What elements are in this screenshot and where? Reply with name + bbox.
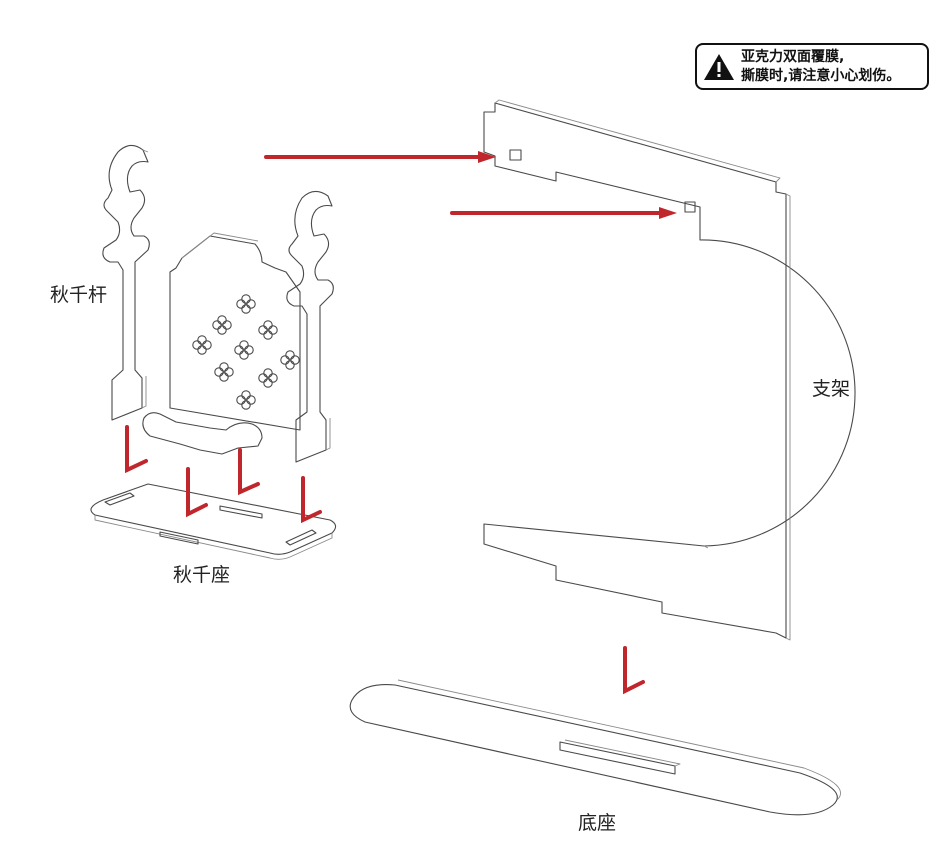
base-plate — [349, 679, 842, 816]
insert-arrow-seat-left — [186, 467, 208, 518]
clover-cutout — [258, 368, 278, 388]
assembly-arrow-stand-top — [264, 151, 496, 163]
clover-cutout — [236, 294, 256, 314]
swing-seat-back — [142, 232, 301, 455]
warning-line-2: 撕膜时,请注意小心划伤。 — [741, 68, 901, 84]
label-swing-seat: 秋千座 — [173, 564, 231, 586]
clover-cutout — [258, 320, 278, 340]
clover-cutout — [236, 390, 256, 410]
warning-notice: 亚克力双面覆膜, 撕膜时,请注意小心划伤。 — [695, 43, 929, 90]
clover-petal — [219, 362, 229, 372]
clover-petal — [290, 355, 300, 365]
warning-text: 亚克力双面覆膜, 撕膜时,请注意小心划伤。 — [741, 48, 900, 86]
clover-petal — [224, 367, 234, 377]
clover-petal — [239, 350, 249, 360]
swing-seat-base — [90, 483, 337, 560]
clover-petal — [217, 315, 227, 325]
clover-cutout — [214, 362, 234, 382]
clover-cutout — [280, 350, 300, 370]
insert-arrow-pole-left — [125, 425, 148, 474]
clover-petal — [202, 340, 212, 350]
label-stand: 支架 — [812, 378, 851, 400]
clover-petal — [285, 360, 295, 370]
insert-arrow-seat-right — [238, 448, 260, 496]
clover-petal — [246, 299, 256, 309]
clover-petal — [236, 395, 246, 405]
clover-cutout — [192, 335, 212, 355]
clover-petal — [241, 294, 251, 304]
clover-petal — [236, 299, 246, 309]
warning-triangle-icon — [704, 54, 734, 80]
clover-petal — [214, 367, 224, 377]
label-swing-pole: 秋千杆 — [50, 284, 108, 306]
clover-petal — [219, 372, 229, 382]
clover-petal — [197, 345, 207, 355]
clover-petal — [241, 304, 251, 314]
assembly-arrow-stand-middle — [450, 207, 677, 219]
clover-petal — [280, 355, 290, 365]
clover-petal — [244, 345, 254, 355]
swing-pole-left — [102, 144, 150, 421]
clover-petal — [258, 373, 268, 383]
clover-petal — [263, 378, 273, 388]
clover-petal — [212, 320, 222, 330]
clover-petal — [263, 320, 273, 330]
clover-cutout — [234, 340, 254, 360]
clover-petal — [263, 368, 273, 378]
clover-petal — [268, 325, 278, 335]
clover-petal — [241, 390, 251, 400]
clover-petal — [263, 330, 273, 340]
clover-petal — [192, 340, 202, 350]
clover-petal — [285, 350, 295, 360]
clover-petal — [222, 320, 232, 330]
clover-petal — [234, 345, 244, 355]
clover-petal — [217, 325, 227, 335]
clover-petal — [268, 373, 278, 383]
clover-cutout — [212, 315, 232, 335]
clover-cutouts — [192, 294, 300, 410]
insert-arrow-stand — [623, 646, 645, 695]
clover-petal — [197, 335, 207, 345]
stand-panel — [483, 99, 856, 641]
clover-petal — [258, 325, 268, 335]
label-base: 底座 — [578, 812, 617, 834]
clover-petal — [239, 340, 249, 350]
insert-arrow-pole-right — [301, 476, 322, 524]
clover-petal — [241, 400, 251, 410]
warning-line-1: 亚克力双面覆膜, — [741, 49, 845, 65]
swing-pole-right — [286, 190, 334, 463]
clover-petal — [246, 395, 256, 405]
